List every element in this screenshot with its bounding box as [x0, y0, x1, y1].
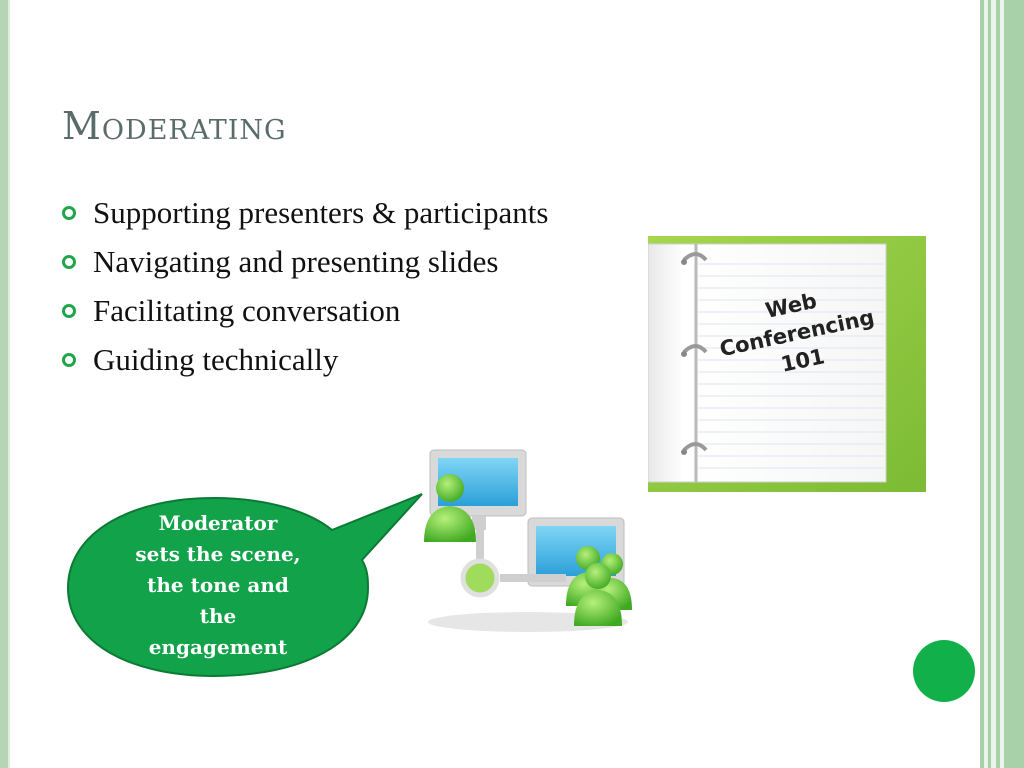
bullet-text: Navigating and presenting slides [93, 243, 499, 279]
group-icon [566, 546, 632, 626]
callout-line: Moderator [158, 511, 278, 535]
callout-line: the tone and [147, 573, 289, 597]
slide-title: Moderating [62, 104, 287, 148]
bullet-icon [62, 205, 76, 220]
bullet-icon [62, 303, 76, 318]
binder-illustration: Web Conferencing 101 [648, 236, 926, 492]
bullet-text: Facilitating conversation [93, 292, 401, 328]
bullet-item: Facilitating conversation [62, 286, 548, 335]
bullet-text: Supporting presenters & participants [93, 194, 549, 230]
page-lines [698, 263, 884, 469]
bullet-item: Guiding technically [62, 335, 548, 384]
callout-line: sets the scene, [135, 542, 301, 566]
frame-border-left-inner [8, 0, 10, 768]
binder-ring-holes [681, 259, 687, 455]
speech-bubble-shape [66, 493, 423, 678]
frame-stripe [980, 0, 984, 768]
frame-stripe-gap [991, 0, 996, 768]
network-connectors [476, 530, 566, 582]
speech-bubble-text: Moderator sets the scene, the tone and t… [118, 508, 318, 663]
user-icon [424, 474, 476, 542]
binder-page [648, 243, 887, 483]
bullet-icon [62, 254, 76, 269]
frame-stripe [988, 0, 991, 768]
bullet-icon [62, 352, 76, 367]
frame-stripe-gap [984, 0, 988, 768]
speech-bubble [66, 493, 423, 678]
callout-line: engagement [148, 635, 288, 659]
bullet-item: Navigating and presenting slides [62, 237, 548, 286]
network-illustration [424, 449, 632, 632]
network-hub [460, 558, 500, 598]
bullet-text: Guiding technically [93, 341, 339, 377]
frame-stripe [996, 0, 1000, 768]
bullet-list: Supporting presenters & participants Nav… [62, 188, 548, 384]
frame-border-left [0, 0, 8, 768]
frame-stripe-gap [1000, 0, 1004, 768]
callout-line: the [199, 604, 237, 628]
frame-stripe [1004, 0, 1024, 768]
binder-rings [682, 252, 708, 452]
bullet-item: Supporting presenters & participants [62, 188, 548, 237]
decorative-circle [913, 640, 975, 702]
